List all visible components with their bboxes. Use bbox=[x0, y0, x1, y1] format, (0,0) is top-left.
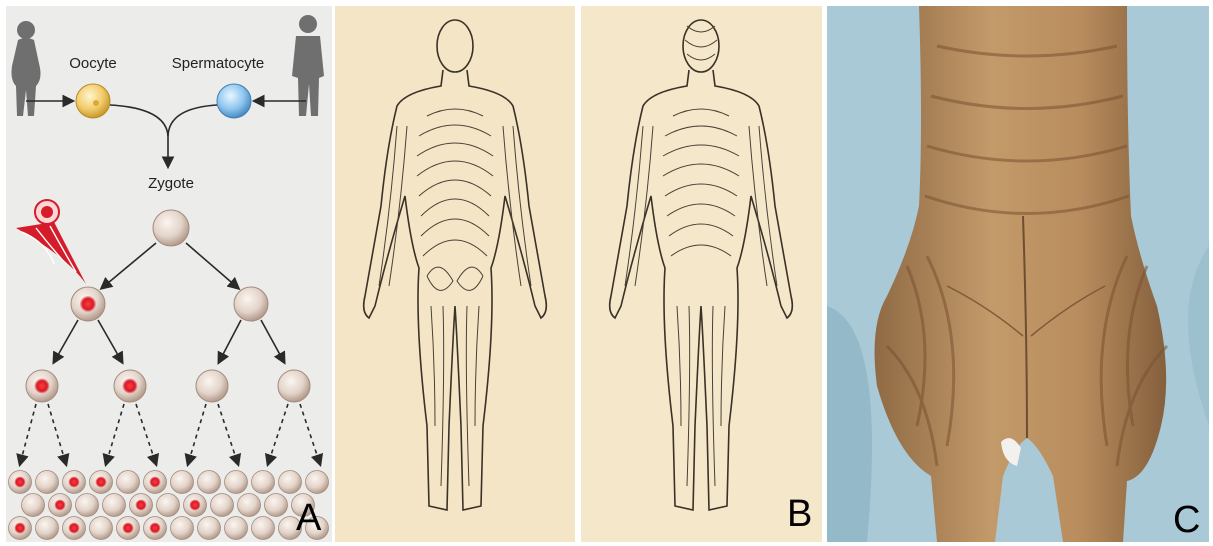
mutant-cell-core bbox=[190, 500, 201, 511]
mutant-cell-core bbox=[69, 477, 80, 488]
normal-tissue-cell bbox=[238, 494, 261, 517]
sketch-front-view bbox=[581, 6, 822, 542]
sketch-back-view bbox=[335, 6, 575, 542]
normal-tissue-cell bbox=[252, 517, 275, 540]
normal-tissue-cell bbox=[225, 517, 248, 540]
panel-c-label: C bbox=[1173, 499, 1200, 541]
panel-b-blaschko-lines: B bbox=[335, 6, 822, 542]
spermatocyte-cell bbox=[217, 84, 251, 118]
blaschko-lines-svg: B bbox=[335, 6, 822, 542]
mutant-cell bbox=[114, 370, 146, 402]
zygote-label: Zygote bbox=[148, 175, 194, 192]
division-arrow bbox=[102, 243, 156, 288]
normal-cell bbox=[278, 370, 310, 402]
division-arrow bbox=[186, 243, 238, 288]
mutant-cell-core bbox=[15, 523, 26, 534]
oocyte-cell bbox=[76, 84, 110, 118]
mutant-cell bbox=[26, 370, 58, 402]
mutant-cell-core bbox=[96, 477, 107, 488]
division-arrow bbox=[219, 320, 241, 362]
spermatocyte-label: Spermatocyte bbox=[172, 55, 265, 72]
normal-tissue-cell bbox=[90, 517, 113, 540]
normal-tissue-cell bbox=[76, 494, 99, 517]
mutant-cell-core bbox=[55, 500, 66, 511]
clinical-photo-svg: C bbox=[827, 6, 1209, 542]
panel-b-label: B bbox=[787, 493, 812, 535]
normal-tissue-cell bbox=[306, 471, 329, 494]
panel-a-mosaicism-diagram: Oocyte Spermatocyte Zygote bbox=[6, 6, 332, 542]
normal-tissue-cell bbox=[225, 471, 248, 494]
mutant-cell-core bbox=[123, 523, 134, 534]
normal-tissue-cell bbox=[211, 494, 234, 517]
normal-tissue-cell bbox=[157, 494, 180, 517]
normal-tissue-cell bbox=[36, 517, 59, 540]
normal-tissue-cell bbox=[22, 494, 45, 517]
normal-tissue-cell bbox=[171, 517, 194, 540]
mutant-cell-core bbox=[150, 477, 161, 488]
division-arrow bbox=[261, 320, 284, 362]
mosaicism-diagram-svg: Oocyte Spermatocyte Zygote bbox=[6, 6, 332, 542]
normal-tissue-cell bbox=[103, 494, 126, 517]
panel-a-label: A bbox=[296, 497, 322, 539]
normal-tissue-cell bbox=[265, 494, 288, 517]
normal-tissue-cell bbox=[171, 471, 194, 494]
division-arrow bbox=[98, 320, 122, 362]
dna-mutation-icon bbox=[16, 200, 86, 284]
panel-c-clinical-photo: C bbox=[827, 6, 1209, 542]
mutant-cell-core bbox=[136, 500, 147, 511]
fertilization-arrow-right bbox=[168, 105, 217, 136]
division-arrow bbox=[54, 320, 78, 362]
mutant-cell bbox=[71, 287, 105, 321]
mutant-cell-core bbox=[69, 523, 80, 534]
mosaic-tissue bbox=[9, 471, 329, 540]
normal-tissue-cell bbox=[198, 471, 221, 494]
normal-tissue-cell bbox=[198, 517, 221, 540]
normal-cell bbox=[196, 370, 228, 402]
normal-tissue-cell bbox=[36, 471, 59, 494]
normal-tissue-cell bbox=[279, 471, 302, 494]
normal-cell bbox=[234, 287, 268, 321]
mutant-cell-core bbox=[15, 477, 26, 488]
oocyte-label: Oocyte bbox=[69, 55, 117, 72]
normal-tissue-cell bbox=[252, 471, 275, 494]
mutant-cell-core bbox=[150, 523, 161, 534]
zygote-cell bbox=[153, 210, 189, 246]
fertilization-arrow-left bbox=[110, 105, 168, 166]
normal-tissue-cell bbox=[117, 471, 140, 494]
tissue-formation-arrows bbox=[20, 404, 320, 464]
